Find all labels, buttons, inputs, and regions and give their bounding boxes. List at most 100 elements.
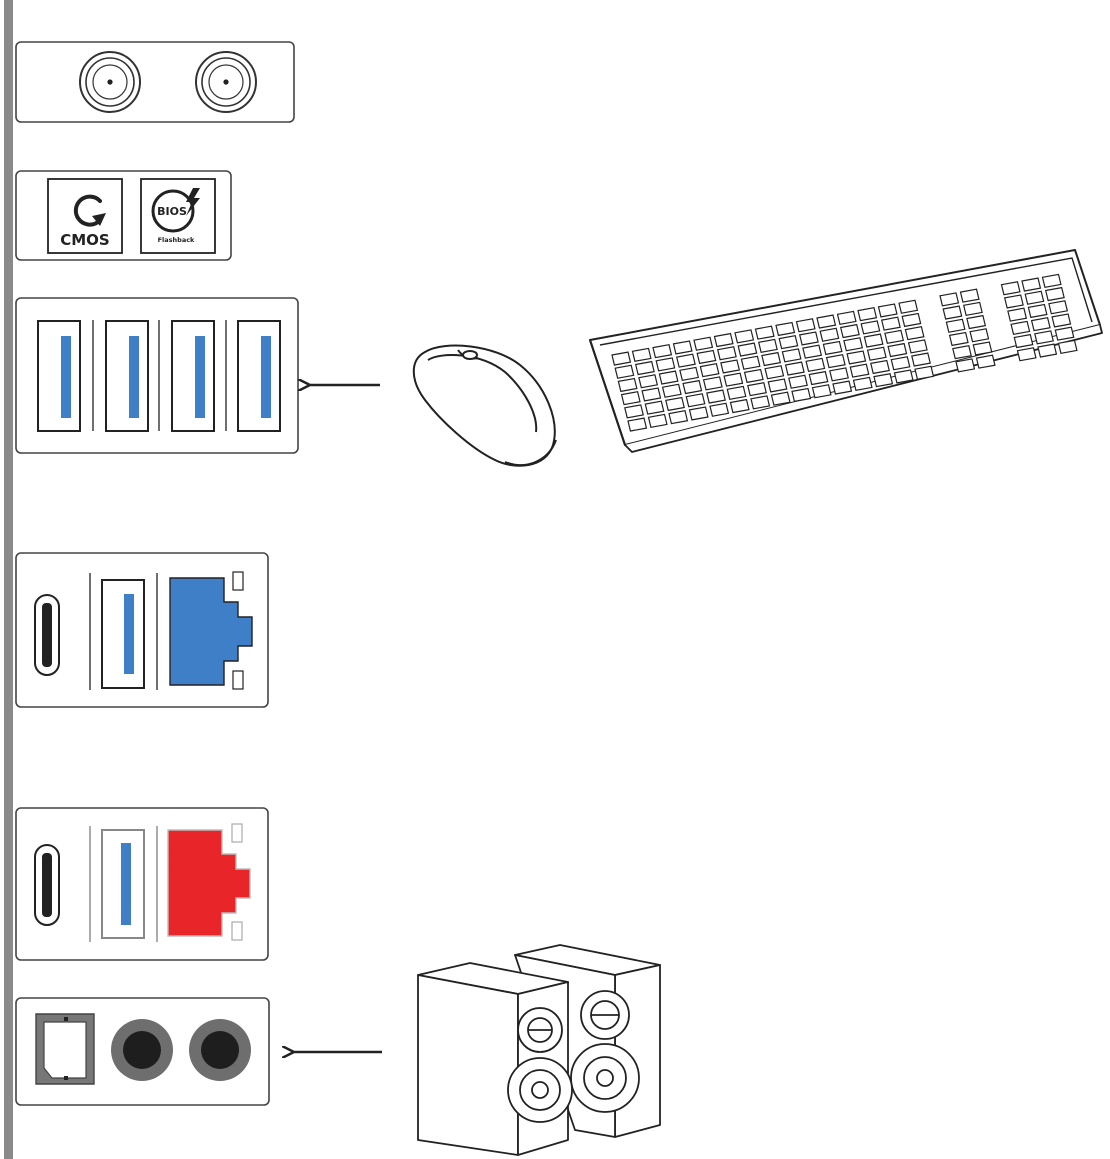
- keyboard-key: [723, 372, 744, 387]
- keyboard-key: [873, 373, 894, 388]
- audio-port-group: [15, 997, 270, 1106]
- usb-a-port-icon[interactable]: [105, 320, 149, 432]
- keyboard-key: [696, 349, 717, 365]
- keyboard-key: [863, 333, 884, 348]
- keyboard-key: [652, 344, 673, 359]
- keyboard-key: [966, 314, 987, 330]
- keyboard-keys: [611, 273, 1078, 432]
- keyboard-key: [788, 374, 808, 389]
- keyboard-key: [638, 374, 659, 389]
- keyboard-key: [939, 292, 960, 307]
- ethernet-port-icon[interactable]: [169, 571, 253, 690]
- keyboard-key: [661, 383, 682, 398]
- keyboard-key: [784, 361, 805, 376]
- keyboard-key: [832, 380, 853, 395]
- speakers-icon: [417, 944, 661, 1156]
- mouse-icon: [412, 344, 557, 467]
- keyboard-key: [857, 307, 878, 322]
- usb-a-port-icon[interactable]: [101, 829, 145, 939]
- keyboard-key: [737, 342, 758, 357]
- keyboard-key: [655, 357, 676, 372]
- keyboard-key: [617, 377, 638, 393]
- keyboard-key: [1003, 294, 1024, 309]
- keyboard-key: [791, 387, 812, 403]
- keyboard-key: [775, 321, 796, 337]
- keyboard-key: [819, 327, 840, 342]
- keyboard-key: [699, 363, 720, 378]
- keyboard-key: [688, 406, 709, 421]
- keyboard-key: [716, 346, 737, 361]
- keyboard-key: [757, 338, 778, 353]
- keyboard-key: [1010, 320, 1031, 335]
- keyboard-key: [709, 402, 730, 417]
- keyboard-key: [866, 346, 887, 361]
- keyboard-key: [668, 410, 689, 425]
- audio-jack-icon[interactable]: [189, 1019, 251, 1081]
- flashback-label: Flashback: [158, 236, 195, 244]
- speaker-left: [417, 962, 573, 1156]
- keyboard-key: [948, 331, 969, 347]
- keyboard-key: [729, 398, 750, 414]
- keyboard-key: [962, 301, 983, 316]
- clear-cmos-icon: [73, 194, 106, 227]
- keyboard-key: [740, 355, 761, 370]
- button-group: CMOS BIOS Flashback: [15, 170, 232, 261]
- wifi-antenna-group: [15, 41, 295, 123]
- usb-a-port-icon[interactable]: [37, 320, 81, 432]
- keyboard-key: [611, 351, 632, 366]
- ethernet-port-icon[interactable]: [167, 823, 251, 941]
- optical-spdif-port-icon[interactable]: [35, 1013, 95, 1085]
- usb-c-port-icon[interactable]: [34, 844, 60, 926]
- wifi-antenna-connector-icon: [195, 51, 257, 113]
- keyboard-key: [685, 393, 706, 408]
- keyboard-key: [1034, 330, 1054, 345]
- usb-c-port-icon[interactable]: [34, 594, 60, 676]
- keyboard-key: [767, 378, 788, 393]
- keyboard-key: [893, 369, 914, 384]
- keyboard-key: [747, 382, 767, 397]
- usb-a-port-icon[interactable]: [171, 320, 215, 432]
- keyboard-key: [849, 363, 870, 378]
- keyboard-key: [798, 331, 819, 346]
- keyboard-key: [720, 359, 741, 374]
- keyboard-key: [693, 336, 714, 351]
- usb-a-port-icon[interactable]: [101, 579, 145, 689]
- keyboard-key: [870, 359, 890, 375]
- keyboard-key: [624, 404, 644, 419]
- lan-usb-group-2: [15, 807, 269, 961]
- cmos-label: CMOS: [60, 231, 110, 249]
- keyboard-key: [1024, 290, 1045, 305]
- keyboard-key: [1007, 307, 1028, 322]
- keyboard-key: [880, 316, 901, 331]
- keyboard-key: [1021, 277, 1042, 292]
- keyboard-key: [1016, 347, 1037, 362]
- keyboard-key: [890, 356, 911, 371]
- keyboard-key: [672, 340, 693, 355]
- lan-usb-group-1: [15, 552, 269, 708]
- keyboard-key: [969, 328, 990, 343]
- audio-jack-icon[interactable]: [111, 1019, 173, 1081]
- keyboard-key: [761, 351, 782, 367]
- keyboard-key: [675, 353, 696, 368]
- keyboard-key: [825, 354, 846, 369]
- keyboard-key: [706, 389, 726, 404]
- keyboard-key: [829, 367, 849, 382]
- bios-flashback-button[interactable]: BIOS Flashback: [140, 178, 216, 254]
- keyboard-key: [811, 384, 832, 399]
- keyboard-key: [972, 341, 993, 356]
- keyboard-key: [713, 332, 734, 348]
- keyboard-key: [898, 299, 919, 314]
- keyboard-key: [1027, 303, 1048, 319]
- usb-a-port-icon[interactable]: [237, 320, 281, 432]
- keyboard-key: [843, 337, 864, 352]
- keyboard-key: [852, 376, 873, 391]
- bios-flashback-icon: [151, 188, 200, 233]
- clear-cmos-button[interactable]: CMOS: [47, 178, 123, 254]
- keyboard-key: [1013, 333, 1034, 349]
- keyboard-key: [726, 385, 747, 400]
- keyboard-key: [860, 320, 881, 335]
- keyboard-key: [754, 325, 775, 340]
- keyboard-key: [620, 391, 641, 406]
- keyboard-key: [743, 368, 764, 384]
